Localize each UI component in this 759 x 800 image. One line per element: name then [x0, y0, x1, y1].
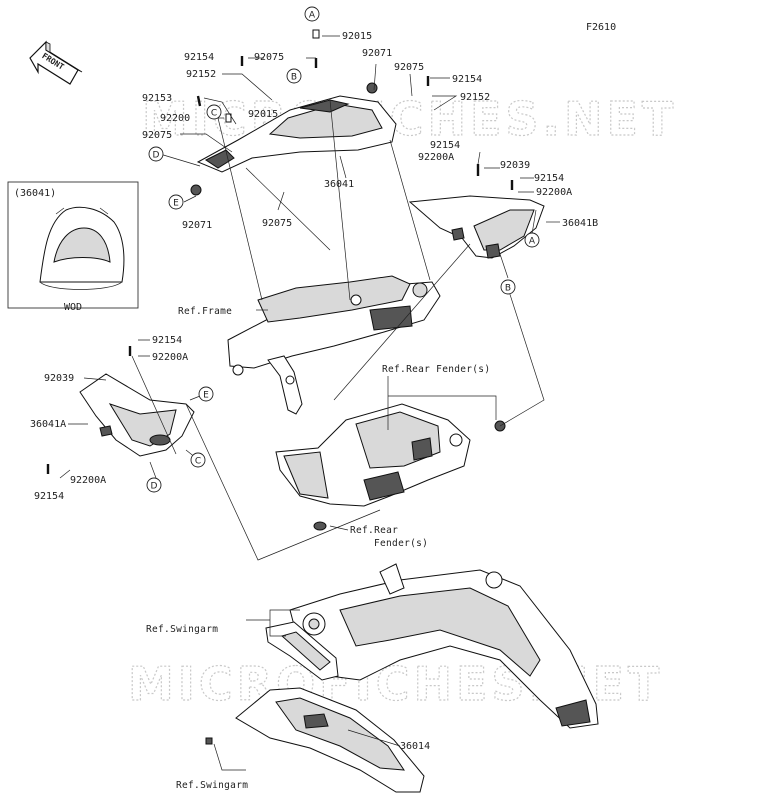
- label-92154-mid: 92154: [430, 140, 460, 151]
- callout-d-top: D: [153, 151, 160, 161]
- callout-d-left: D: [151, 482, 158, 492]
- inset-title: (36041): [14, 188, 56, 199]
- label-36014: 36014: [400, 741, 430, 752]
- ref-swingarm-top: Ref.Swingarm: [146, 624, 218, 635]
- label-92071-top: 92071: [362, 48, 392, 59]
- label-92153: 92153: [142, 93, 172, 104]
- callout-c-top: C: [211, 109, 217, 119]
- label-92154-far-right: 92154: [534, 173, 564, 184]
- label-92039-right: 92039: [500, 160, 530, 171]
- label-92075-bottom: 92075: [262, 218, 292, 229]
- part-36014-chain-cover: [235, 687, 425, 793]
- label-92015-top: 92015: [342, 31, 372, 42]
- label-36041b: 36041B: [562, 218, 598, 229]
- label-92200a-mid: 92200A: [418, 152, 454, 163]
- ref-swingarm-bottom: Ref.Swingarm: [176, 780, 248, 791]
- label-92154-top: 92154: [184, 52, 214, 63]
- callout-c-left: C: [195, 457, 201, 467]
- label-92154-bottom: 92154: [34, 491, 64, 502]
- label-92200a-right: 92200A: [536, 187, 572, 198]
- rear-fender-assembly: [275, 403, 471, 507]
- label-36041a: 36041A: [30, 419, 66, 430]
- inset-box: (36041) WOD: [7, 181, 139, 313]
- label-92200a-bottom: 92200A: [70, 475, 106, 486]
- ref-rear-fender-line1: Ref.Rear: [350, 525, 398, 536]
- label-92152-right: 92152: [460, 92, 490, 103]
- ref-rear-fender-line2: Fender(s): [374, 538, 428, 549]
- callout-e-left: E: [203, 391, 209, 401]
- front-arrow-icon: FRONT: [29, 40, 83, 85]
- label-92071-left: 92071: [182, 220, 212, 231]
- label-92075-top: 92075: [254, 52, 284, 63]
- callout-a-top: A: [309, 11, 316, 21]
- hardware-bolts: [46, 29, 514, 745]
- label-92200a-left: 92200A: [152, 352, 188, 363]
- label-92039-left: 92039: [44, 373, 74, 384]
- chain-guard-bracket: [265, 621, 339, 681]
- label-92200: 92200: [160, 113, 190, 124]
- watermark-top: MICROFICHES.NET: [142, 92, 677, 146]
- reference-labels: Ref.Frame Ref.Rear Fender(s) Ref.Rear Fe…: [146, 306, 490, 791]
- label-92075-right: 92075: [394, 62, 424, 73]
- callout-e-top: E: [173, 199, 179, 209]
- label-92075-left: 92075: [142, 130, 172, 141]
- callout-b-top: B: [291, 73, 297, 83]
- callout-b-right: B: [505, 284, 511, 294]
- ref-frame: Ref.Frame: [178, 306, 232, 317]
- label-92154-right: 92154: [452, 74, 482, 85]
- label-92154-left: 92154: [152, 335, 182, 346]
- label-92015-mid: 92015: [248, 109, 278, 120]
- inset-footer: WOD: [64, 302, 82, 313]
- ref-rear-fender: Ref.Rear Fender(s): [382, 364, 490, 375]
- callout-a-right: A: [529, 237, 536, 247]
- part-36041a-side-cover: [79, 373, 195, 457]
- swingarm-assembly: [289, 563, 599, 729]
- letter-callouts: A B C D E A B E C D: [146, 6, 540, 493]
- diagram-code: F2610: [586, 22, 616, 33]
- part-36041b-side-cover: [408, 195, 545, 259]
- leader-lines: [59, 35, 560, 771]
- part-36041-seat-cowl: [196, 95, 397, 173]
- part-labels: 92015 92154 92075 92071 92152 92075 9215…: [30, 31, 598, 752]
- label-36041: 36041: [324, 179, 354, 190]
- label-92152-top: 92152: [186, 69, 216, 80]
- frame-assembly: [227, 275, 441, 415]
